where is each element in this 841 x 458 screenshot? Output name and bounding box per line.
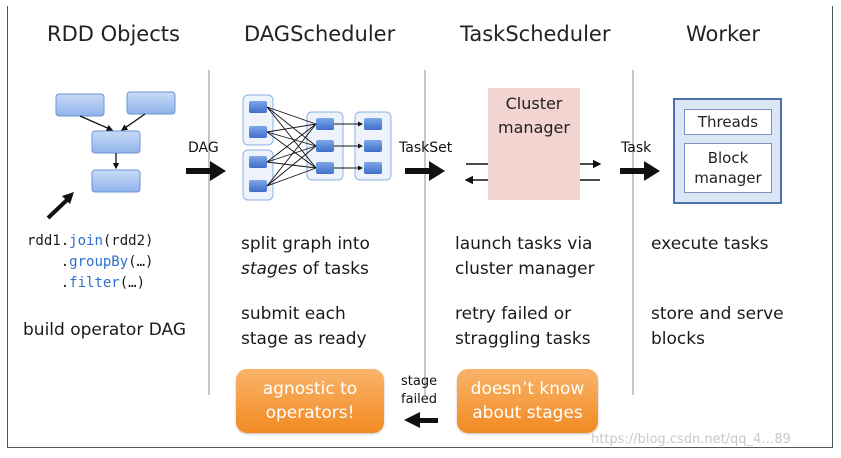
stages-emphasis: stages	[241, 259, 298, 279]
watermark: https://blog.csdn.net/qq_4…89	[591, 432, 791, 447]
task-label: Task	[621, 140, 652, 156]
code-suffix: (…)	[119, 275, 146, 291]
dag-text-2-line1: submit each	[241, 304, 346, 324]
agnostic-callout: agnostic to operators!	[236, 369, 384, 433]
rdd-caption: build operator DAG	[23, 320, 187, 340]
task-text-2-line1: retry failed or	[455, 304, 572, 324]
taskset-arrow	[405, 161, 445, 181]
rdd-objects-title: RDD Objects	[47, 22, 180, 46]
dag-text-2: submit each stage as ready	[241, 302, 367, 352]
stage-failed-arrow	[404, 412, 438, 428]
code-suffix: (…)	[128, 254, 154, 270]
dagscheduler-title: DAGScheduler	[244, 22, 396, 46]
task-text-2: retry failed or straggling tasks	[455, 302, 591, 352]
dag-text-2-line2: stage as ready	[241, 329, 367, 349]
worker-text-2: store and serve blocks	[651, 302, 784, 352]
code-pointer-arrow	[46, 192, 74, 220]
separator-3	[632, 70, 634, 395]
code-keyword: groupBy	[69, 254, 129, 270]
slide-frame	[7, 6, 833, 448]
code-keyword: join	[69, 233, 103, 249]
stage-graph	[242, 94, 392, 201]
worker-text-1: execute tasks	[651, 234, 769, 254]
code-prefix: rdd1.	[27, 233, 70, 249]
dag-arrow	[186, 161, 226, 181]
dag-label: DAG	[188, 140, 219, 156]
task-text-1-line1: launch tasks via	[455, 234, 593, 254]
taskscheduler-title: TaskScheduler	[460, 22, 611, 46]
dag-text-1-line2: stages of tasks	[241, 257, 370, 282]
cluster-manager-label: Cluster manager	[488, 92, 580, 140]
task-text-1: launch tasks via cluster manager	[455, 232, 595, 282]
code-prefix: .	[27, 254, 70, 270]
doesnt-know-callout: doesn’t know about stages	[457, 369, 598, 433]
cluster-label-line2: manager	[498, 118, 570, 137]
worker-title: Worker	[686, 22, 760, 46]
block-manager-box: Block manager	[684, 143, 772, 193]
agnostic-line2: operators!	[265, 403, 355, 423]
dag-text-1: split graph into stages of tasks	[241, 232, 370, 282]
task-text-2-line2: straggling tasks	[455, 329, 591, 349]
taskset-label: TaskSet	[399, 140, 453, 156]
code-prefix: .	[27, 275, 70, 291]
code-line-1: rdd1.join(rdd2)	[27, 231, 153, 252]
agnostic-line1: agnostic to	[262, 379, 358, 399]
task-text-1-line2: cluster manager	[455, 259, 595, 279]
stage-failed-label: stage failed	[401, 373, 437, 409]
block-manager-line1: Block	[707, 149, 749, 167]
separator-2	[424, 70, 426, 395]
rdd-operator-dag	[55, 91, 176, 193]
dag-text-1-line1: split graph into	[241, 234, 370, 254]
cluster-label-line1: Cluster	[505, 94, 563, 113]
threads-box: Threads	[684, 109, 772, 135]
rdd-code-block: rdd1.join(rdd2) .groupBy(…) .filter(…)	[27, 231, 153, 294]
doesnt-know-line2: about stages	[472, 403, 583, 423]
block-manager-line2: manager	[694, 169, 762, 187]
code-suffix: (rdd2)	[102, 233, 154, 249]
code-line-2: .groupBy(…)	[27, 252, 154, 273]
separator-1	[208, 70, 210, 395]
stage-failed-line1: stage	[401, 374, 438, 389]
code-line-3: .filter(…)	[27, 273, 153, 294]
stage-failed-line2: failed	[401, 392, 438, 407]
doesnt-know-line1: doesn’t know	[470, 379, 585, 399]
dag-text-1-rest: of tasks	[297, 259, 369, 279]
worker-text-2-line1: store and serve	[651, 304, 784, 324]
code-keyword: filter	[69, 275, 120, 291]
cluster-manager-box	[488, 88, 580, 200]
worker-text-2-line2: blocks	[651, 329, 705, 349]
task-arrow	[620, 161, 660, 181]
